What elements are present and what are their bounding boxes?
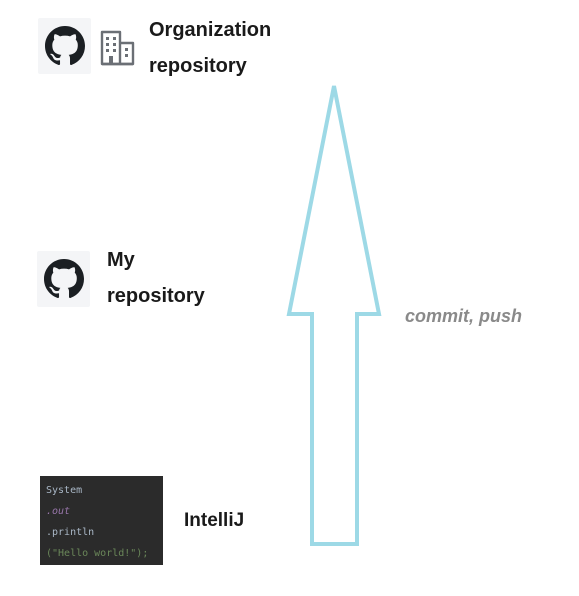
my-repo-line1: My	[107, 249, 135, 271]
code-line: ("Hello world!");	[46, 548, 149, 559]
commit-push-label: commit, push	[405, 306, 523, 326]
org-repo-label: Organization repository	[149, 12, 271, 84]
code-line: System	[46, 485, 83, 496]
github-icon	[43, 259, 84, 299]
org-github-icon-tile	[38, 18, 91, 74]
intellij-label: IntelliJ	[184, 510, 245, 531]
github-icon	[44, 26, 85, 66]
org-repo-line2: repository	[149, 55, 247, 77]
code-line: .out	[46, 506, 71, 517]
my-repo-line2: repository	[107, 285, 205, 307]
code-snippet: System .out .println ("Hello world!");	[40, 476, 163, 565]
my-repo-label: My repository	[107, 242, 205, 314]
code-line: .println	[46, 527, 95, 538]
org-repo-line1: Organization	[149, 19, 272, 41]
my-github-icon-tile	[37, 251, 90, 307]
building-icon	[100, 30, 135, 66]
